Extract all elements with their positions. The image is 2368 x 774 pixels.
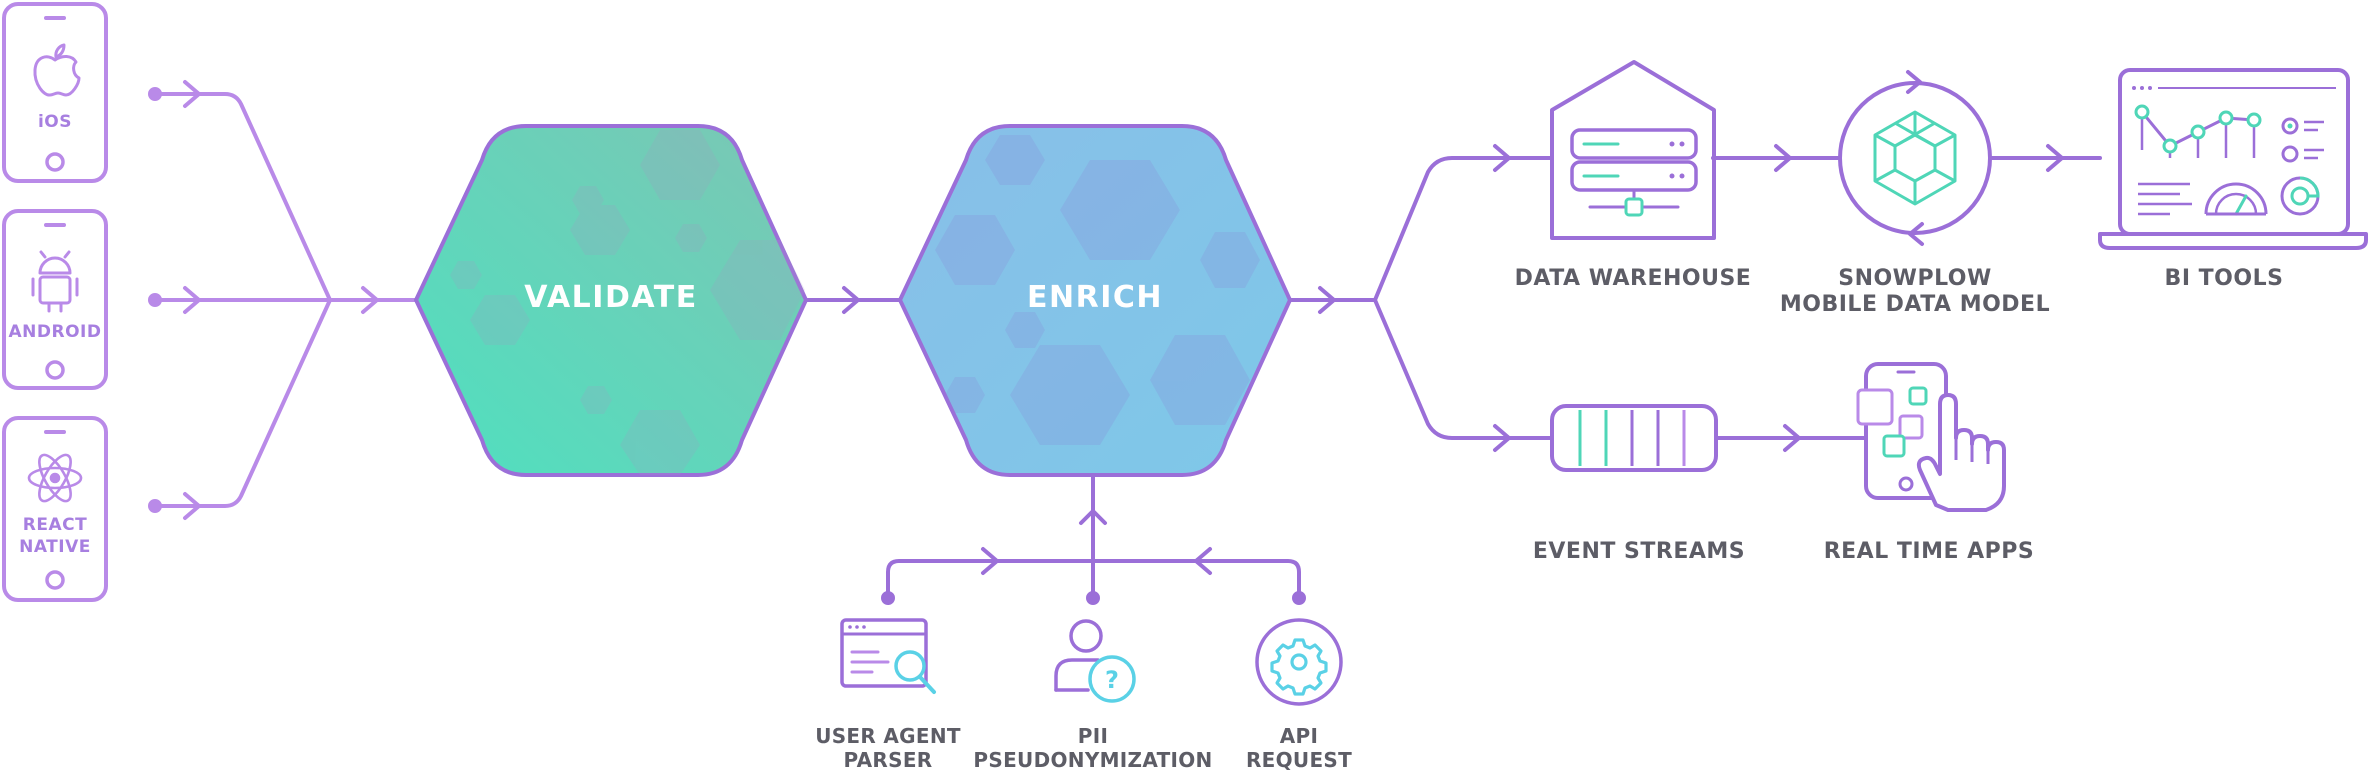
source-react-native-label: REACT NATIVE [4,514,106,558]
source-android-label: ANDROID [4,321,106,343]
source-react-native [2,416,108,602]
event-streams-label-line: EVENT STREAMS [1532,539,1746,564]
mobile-data-model-label: SNOWPLOW MOBILE DATA MODEL [1770,266,2060,318]
stream-icon [1550,404,1718,472]
phone-tap-icon [1856,362,2006,512]
user-agent-parser-label: USER AGENT PARSER [778,724,998,772]
source-ios-label-line: iOS [37,112,73,132]
mobile-data-model-label-line-2: MOBILE DATA MODEL [1779,292,2051,317]
validate-stage [413,124,809,477]
data-warehouse-label: DATA WAREHOUSE [1488,266,1778,292]
pii-pseudonymization-label: PII PSEUDONYMIZATION [963,724,1223,772]
output-connectors [1288,144,2102,452]
mobile-data-model-label-line-1: SNOWPLOW [1838,266,1992,291]
source-react-native-label-line-1: REACT [22,515,88,535]
real-time-apps-label: REAL TIME APPS [1784,539,2074,565]
source-react-native-label-line-2: NATIVE [19,537,91,557]
gear-icon [1255,618,1343,706]
cube-icon [1838,70,1992,246]
source-ios-label: iOS [4,111,106,133]
api-request-label: API REQUEST [1199,724,1399,772]
server-icon [1550,60,1716,240]
data-warehouse-label-line: DATA WAREHOUSE [1514,266,1752,291]
user-agent-parser-label-line-1: USER AGENT [815,724,961,748]
api-request-label-line-1: API [1279,724,1319,748]
bi-tools-label-line: BI TOOLS [2164,266,2284,291]
user-question-icon: ? [1054,619,1136,703]
source-ios [2,2,108,183]
validate-to-enrich-connector [804,286,902,314]
input-connectors [148,80,417,520]
svg-text:?: ? [1105,666,1119,694]
enrich-label: ENRICH [1027,280,1163,315]
api-request-label-line-2: REQUEST [1245,748,1353,772]
react-icon [27,453,83,503]
event-streams-label: EVENT STREAMS [1494,539,1784,565]
browser-search-icon [840,618,936,694]
user-agent-parser-label-line-2: PARSER [843,748,933,772]
apple-icon [33,43,81,97]
android-icon [31,250,79,313]
enrichment-connectors [881,473,1306,605]
real-time-apps-label-line: REAL TIME APPS [1823,539,2035,564]
laptop-dashboard-icon [2098,68,2368,250]
source-android [2,209,108,390]
bi-tools-label: BI TOOLS [2094,266,2354,292]
pii-pseudonymization-label-line-1: PII [1077,724,1109,748]
pii-pseudonymization-label-line-2: PSEUDONYMIZATION [973,748,1213,772]
source-android-label-line: ANDROID [8,322,102,342]
validate-label: VALIDATE [524,280,698,315]
